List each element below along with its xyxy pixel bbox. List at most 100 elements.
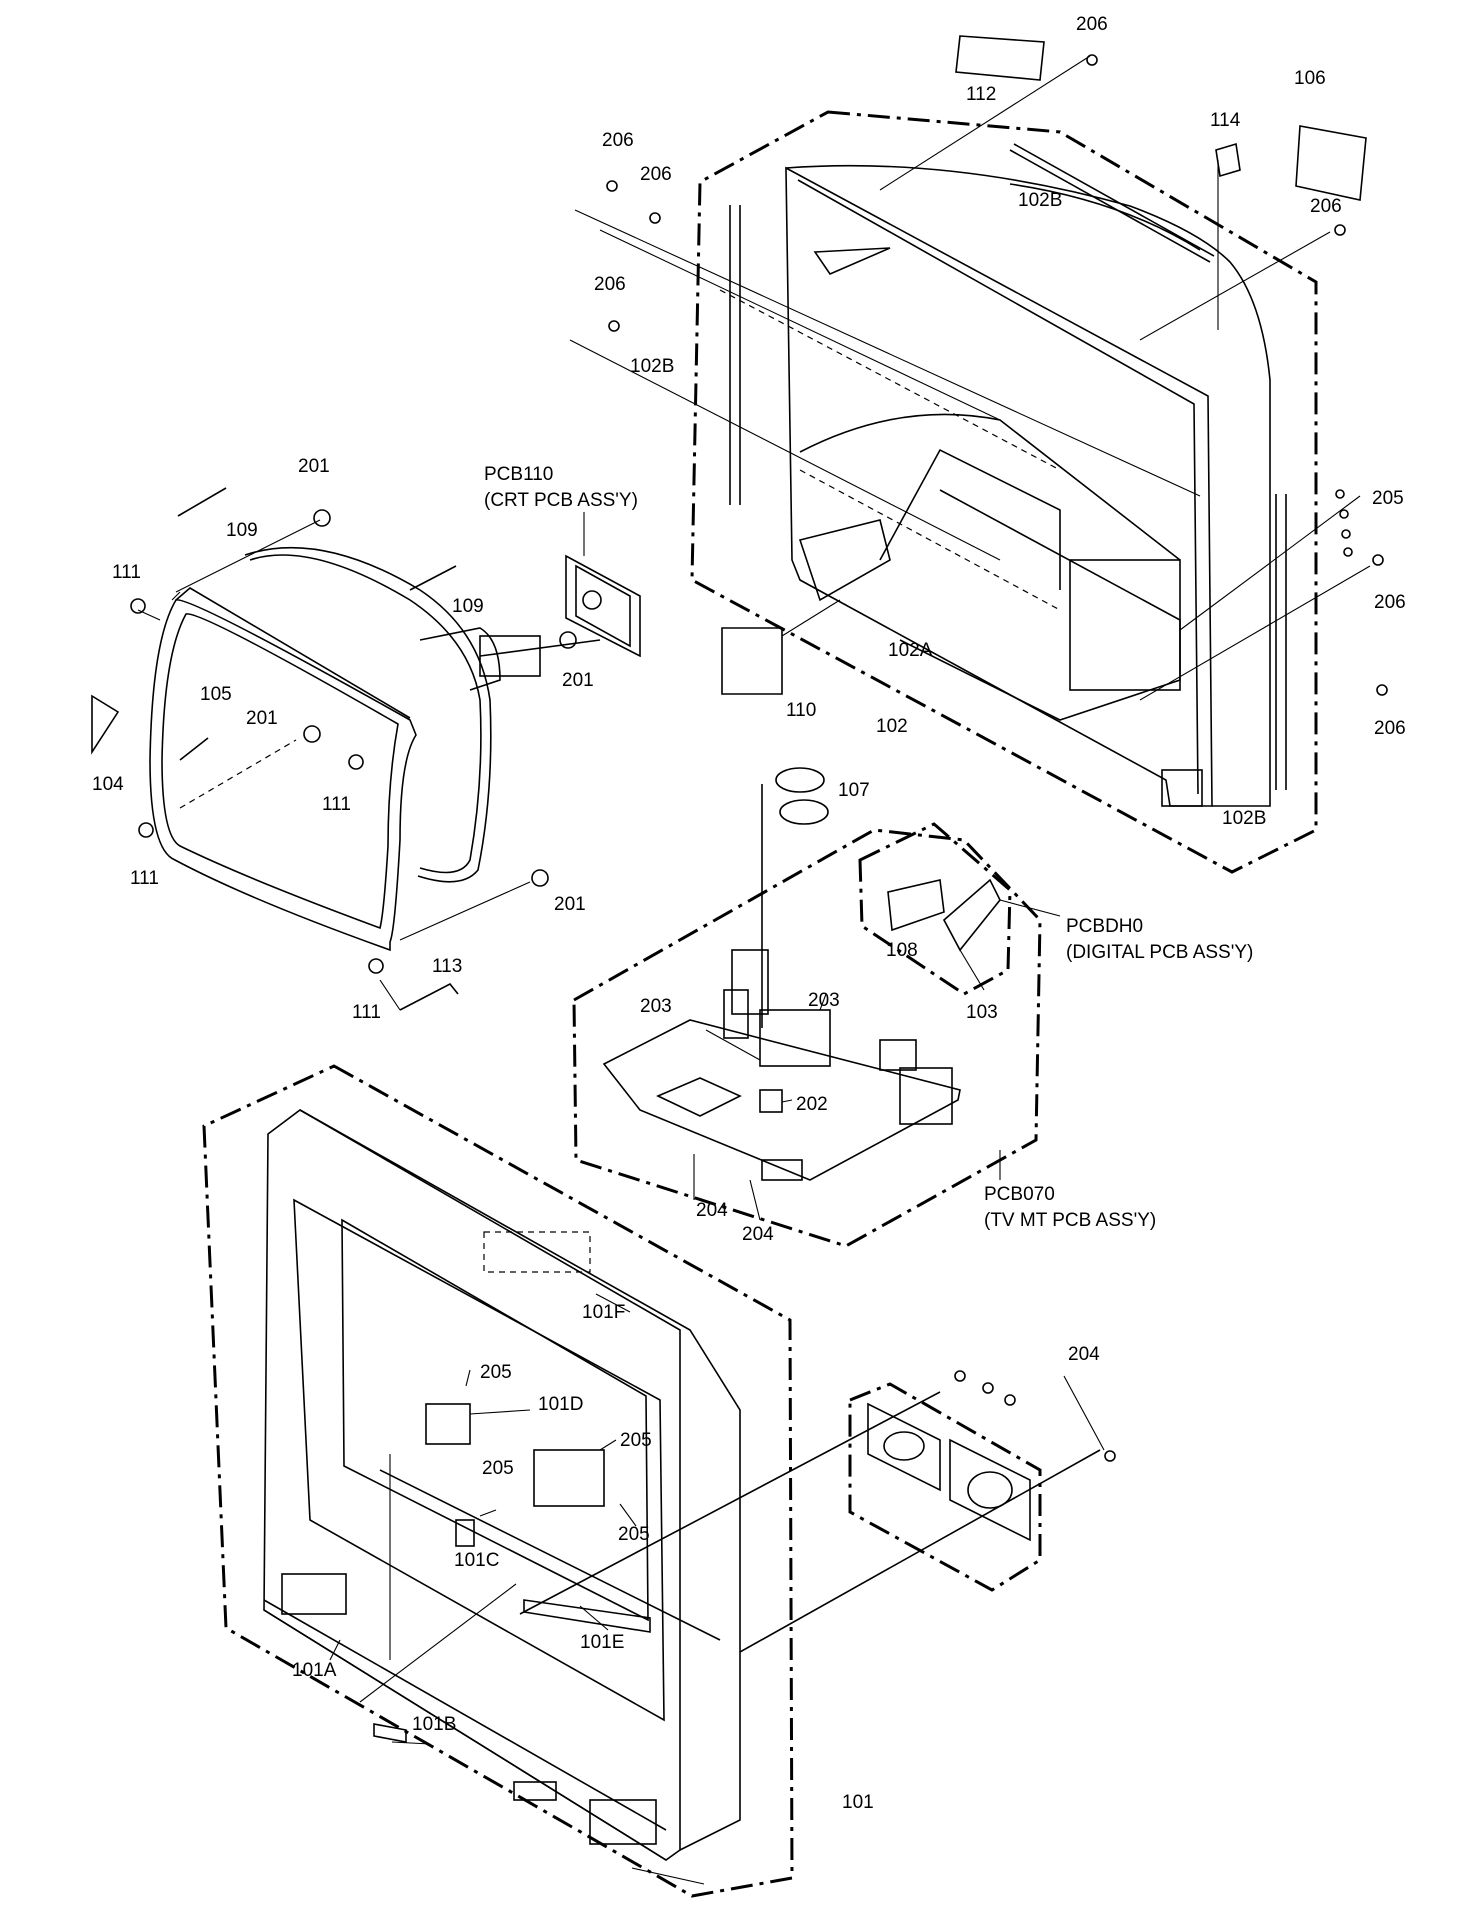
label-pcbdh0-desc: (DIGITAL PCB ASS'Y) (1066, 942, 1253, 963)
crt-top-edge (175, 587, 411, 719)
label-111: 111 (112, 562, 141, 583)
strip-102b-top-2 (1013, 143, 1215, 257)
rear-cabinet-curve-2 (799, 413, 1181, 561)
rear-cabinet-panel (1069, 559, 1181, 691)
connector-202-icon (759, 1089, 783, 1113)
label-102b: 102B (1018, 190, 1062, 211)
label-201: 201 (554, 894, 586, 915)
label-107: 107 (838, 780, 870, 801)
clip-111-icon (138, 822, 154, 838)
label-203: 203 (808, 990, 840, 1011)
crt-pcb-inner (575, 564, 631, 648)
leader-201-bottom (399, 881, 531, 941)
crt-neck (479, 635, 541, 677)
label-206: 206 (1310, 196, 1342, 217)
leader-101a-2 (329, 1639, 341, 1661)
label-104: 104 (92, 774, 124, 795)
speaker-group (848, 1370, 1116, 1592)
hidden-edge-1 (719, 289, 1061, 471)
screw-204-icon (982, 1382, 994, 1394)
clip-111-icon (130, 598, 146, 614)
clip-111-icon (368, 958, 384, 974)
label-105: 105 (200, 684, 232, 705)
crt-group (91, 487, 641, 1011)
screw-201-icon (559, 631, 577, 649)
screw-204-icon (954, 1370, 966, 1382)
label-106-sheet (1295, 125, 1367, 201)
pcb-component (879, 1039, 917, 1071)
panel-speaker-grille (589, 1799, 657, 1845)
speaker-right (949, 1438, 1031, 1542)
leader-pcbdh0 (999, 899, 1061, 917)
crt-face (149, 599, 417, 952)
label-101c: 101C (454, 1550, 499, 1571)
leader-203-a (705, 1029, 761, 1061)
leader-204-b (749, 1179, 761, 1221)
crt-pcb-board (565, 554, 641, 658)
front-cabinet-boundary (202, 1064, 794, 1898)
label-204: 204 (1068, 1344, 1100, 1365)
label-101f: 101F (582, 1302, 625, 1323)
screw-201-icon (303, 725, 321, 743)
crt-cone (249, 554, 482, 874)
rear-cabinet-foot (798, 519, 891, 602)
screw-206-icon (649, 212, 661, 224)
strip-102b-top (1009, 149, 1211, 263)
bracket-101c (455, 1519, 475, 1547)
screw-201-icon (531, 869, 549, 887)
part-104-icon (91, 694, 120, 755)
label-206: 206 (1374, 592, 1406, 613)
front-cabinet-base-edge (263, 1609, 667, 1861)
label-110-sheet (721, 627, 783, 695)
label-205: 205 (618, 1524, 650, 1545)
label-109: 109 (452, 596, 484, 617)
knob-107-icon (775, 767, 825, 793)
leader-101a (359, 1583, 517, 1703)
label-201: 201 (246, 708, 278, 729)
spring-105-icon (179, 737, 209, 761)
label-pcb110: PCB110 (484, 464, 553, 485)
main-pcb-group (572, 767, 1061, 1248)
label-203: 203 (640, 996, 672, 1017)
leader-206-top (879, 55, 1091, 191)
crt-neck-axis (479, 639, 601, 657)
rear-cabinet-tray (899, 489, 1181, 721)
front-cabinet-side (299, 1109, 741, 1851)
label-114: 114 (1210, 110, 1241, 131)
leader-204-speaker (1063, 1375, 1105, 1451)
label-101b: 101B (412, 1714, 456, 1735)
part-113-icon (399, 982, 459, 1011)
rear-cabinet-group (569, 35, 1388, 874)
leader-111-a (171, 591, 181, 601)
label-205: 205 (480, 1362, 512, 1383)
main-pcb-cutout (656, 1077, 742, 1117)
label-205: 205 (620, 1430, 652, 1451)
leader-110 (781, 599, 841, 637)
button-101b (373, 1723, 407, 1743)
digital-pcb-board (942, 878, 1001, 952)
knob-107-icon (779, 799, 829, 825)
screw-205-icon (1335, 489, 1345, 499)
label-102b: 102B (630, 356, 674, 377)
rear-cabinet-logo-mark (813, 247, 891, 275)
screw-206-icon (1376, 684, 1388, 696)
label-206: 206 (602, 130, 634, 151)
label-113: 113 (432, 956, 462, 977)
front-cabinet-group (202, 1064, 1101, 1898)
label-101: 101 (842, 1792, 874, 1813)
av-jack-panel (533, 1449, 605, 1507)
label-102: 102 (876, 716, 908, 737)
leader-202 (781, 1099, 793, 1103)
label-201: 201 (562, 670, 594, 691)
leader-chassis-1 (379, 1469, 721, 1641)
label-106: 106 (1294, 68, 1326, 89)
label-205: 205 (1372, 488, 1404, 509)
leader-chassis-2 (519, 1391, 941, 1615)
leader-101b (391, 1741, 431, 1745)
part-labels: 206 112 106 114 206 206 102B 206 206 102… (92, 14, 1406, 1813)
main-pcb-board (602, 1019, 961, 1181)
screw-201-icon (313, 509, 331, 527)
front-cabinet-base-edge-2 (263, 1599, 667, 1831)
label-110: 110 (786, 700, 816, 721)
